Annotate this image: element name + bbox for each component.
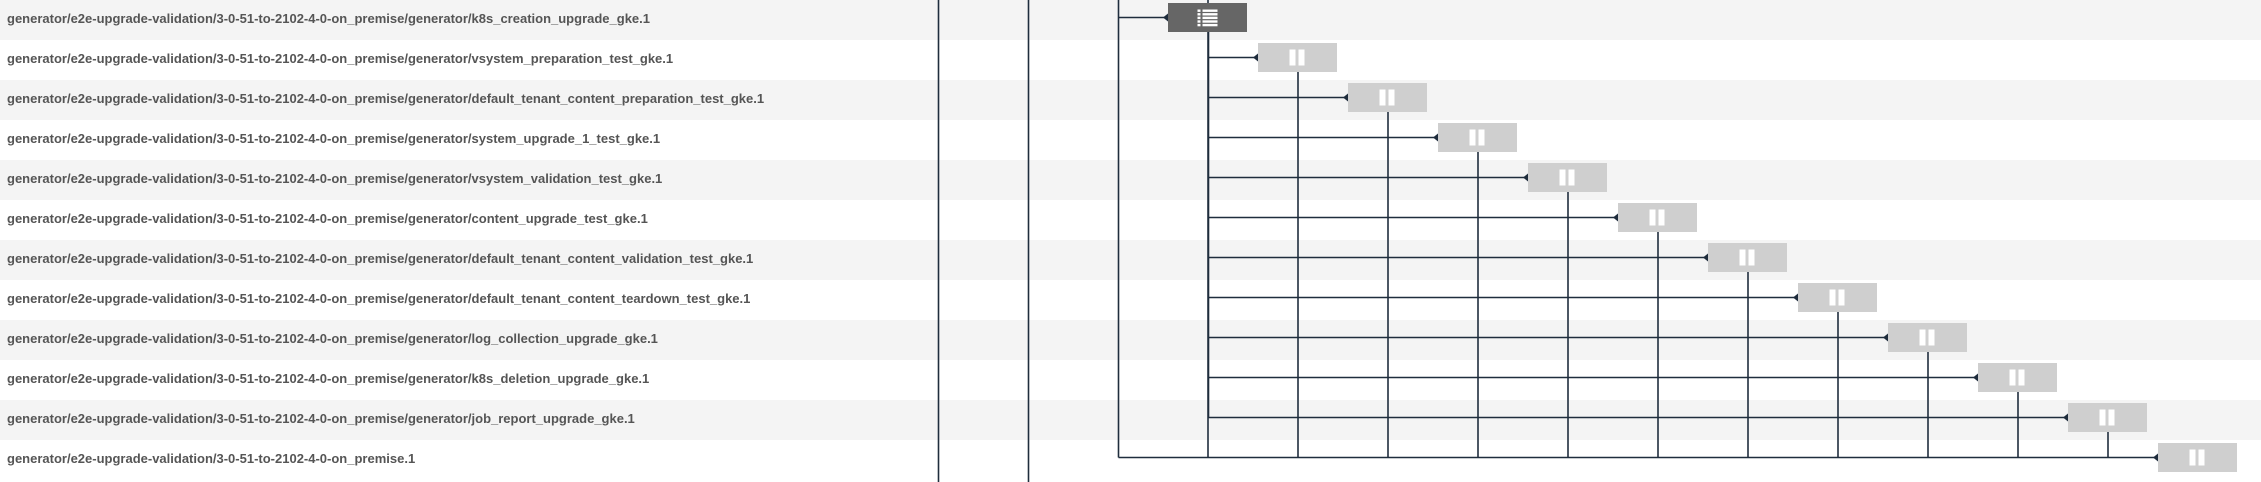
task-row: generator/e2e-upgrade-validation/3-0-51-… xyxy=(0,440,2261,480)
task-label: generator/e2e-upgrade-validation/3-0-51-… xyxy=(7,291,751,306)
task-row: generator/e2e-upgrade-validation/3-0-51-… xyxy=(0,280,2261,320)
pause-icon xyxy=(1829,289,1836,306)
edge-arrow-icon xyxy=(1253,53,1258,62)
pause-icon xyxy=(1388,89,1395,106)
task-label: generator/e2e-upgrade-validation/3-0-51-… xyxy=(7,251,754,266)
task-label: generator/e2e-upgrade-validation/3-0-51-… xyxy=(7,451,416,466)
list-icon xyxy=(1202,13,1218,16)
task-label: generator/e2e-upgrade-validation/3-0-51-… xyxy=(7,51,674,66)
pause-icon xyxy=(1919,329,1926,346)
task-node[interactable] xyxy=(2068,403,2147,432)
edge-arrow-icon xyxy=(1973,373,1978,382)
task-row: generator/e2e-upgrade-validation/3-0-51-… xyxy=(0,40,2261,80)
list-icon xyxy=(1197,13,1201,16)
task-row: generator/e2e-upgrade-validation/3-0-51-… xyxy=(0,120,2261,160)
task-label: generator/e2e-upgrade-validation/3-0-51-… xyxy=(7,91,765,106)
edge-arrow-icon xyxy=(1883,333,1888,342)
pause-icon xyxy=(2189,449,2196,466)
task-label: generator/e2e-upgrade-validation/3-0-51-… xyxy=(7,411,635,426)
task-node[interactable] xyxy=(1528,163,1607,192)
pause-icon xyxy=(1649,209,1656,226)
list-icon xyxy=(1197,20,1201,23)
edge-arrow-icon xyxy=(1523,173,1528,182)
task-node[interactable] xyxy=(1708,243,1787,272)
task-row: generator/e2e-upgrade-validation/3-0-51-… xyxy=(0,80,2261,120)
list-icon xyxy=(1197,23,1201,27)
edge-arrow-icon xyxy=(1613,213,1618,222)
task-label: generator/e2e-upgrade-validation/3-0-51-… xyxy=(7,331,658,346)
pause-icon xyxy=(2099,409,2106,426)
task-node[interactable] xyxy=(1618,203,1697,232)
task-node[interactable] xyxy=(1348,83,1427,112)
pause-icon xyxy=(1289,49,1296,66)
edge-arrow-icon xyxy=(2063,413,2068,422)
pause-icon xyxy=(1739,249,1746,266)
task-label: generator/e2e-upgrade-validation/3-0-51-… xyxy=(7,171,663,186)
task-node[interactable] xyxy=(1438,123,1517,152)
task-node[interactable] xyxy=(1258,43,1337,72)
list-icon xyxy=(1197,9,1201,12)
task-row: generator/e2e-upgrade-validation/3-0-51-… xyxy=(0,360,2261,400)
task-row: generator/e2e-upgrade-validation/3-0-51-… xyxy=(0,400,2261,440)
task-node[interactable] xyxy=(1978,363,2057,392)
task-node[interactable] xyxy=(2158,443,2237,472)
task-row: generator/e2e-upgrade-validation/3-0-51-… xyxy=(0,320,2261,360)
pause-icon xyxy=(1559,169,1566,186)
task-node[interactable] xyxy=(1798,283,1877,312)
edge-arrow-icon xyxy=(1703,253,1708,262)
edge-arrow-icon xyxy=(1163,13,1168,22)
pause-icon xyxy=(1838,289,1845,306)
list-icon xyxy=(1202,16,1218,20)
pause-icon xyxy=(2018,369,2025,386)
pause-icon xyxy=(1478,129,1485,146)
list-icon xyxy=(1202,20,1218,23)
pause-icon xyxy=(2108,409,2115,426)
task-row: generator/e2e-upgrade-validation/3-0-51-… xyxy=(0,160,2261,200)
task-row: generator/e2e-upgrade-validation/3-0-51-… xyxy=(0,200,2261,240)
task-row: generator/e2e-upgrade-validation/3-0-51-… xyxy=(0,240,2261,280)
edge-arrow-icon xyxy=(2153,453,2158,462)
edge-arrow-icon xyxy=(1343,93,1348,102)
task-label: generator/e2e-upgrade-validation/3-0-51-… xyxy=(7,211,648,226)
pause-icon xyxy=(1379,89,1386,106)
task-label: generator/e2e-upgrade-validation/3-0-51-… xyxy=(7,11,650,26)
list-icon xyxy=(1197,16,1201,20)
edge-arrow-icon xyxy=(1793,293,1798,302)
pause-icon xyxy=(1658,209,1665,226)
pause-icon xyxy=(1748,249,1755,266)
pause-icon xyxy=(1568,169,1575,186)
list-icon xyxy=(1202,9,1218,12)
task-node[interactable] xyxy=(1888,323,1967,352)
pause-icon xyxy=(2009,369,2016,386)
pause-icon xyxy=(1298,49,1305,66)
pause-icon xyxy=(1928,329,1935,346)
pause-icon xyxy=(2198,449,2205,466)
edge-arrow-icon xyxy=(1433,133,1438,142)
task-row: generator/e2e-upgrade-validation/3-0-51-… xyxy=(0,0,2261,40)
task-label: generator/e2e-upgrade-validation/3-0-51-… xyxy=(7,131,661,146)
list-icon xyxy=(1202,23,1218,27)
pause-icon xyxy=(1469,129,1476,146)
task-label: generator/e2e-upgrade-validation/3-0-51-… xyxy=(7,371,650,386)
